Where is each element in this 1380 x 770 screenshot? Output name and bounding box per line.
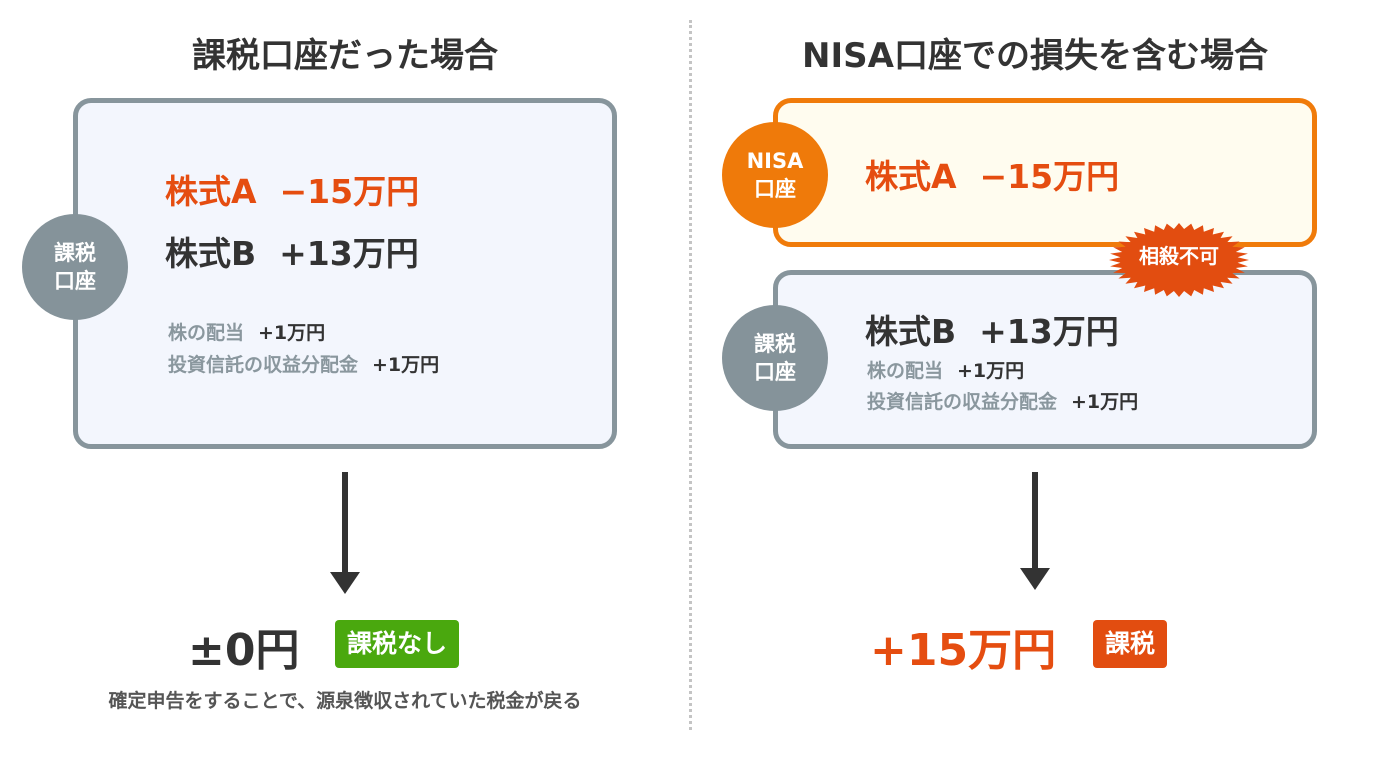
fund-value: +1万円 <box>372 354 440 376</box>
badge-line: 口座 <box>54 269 96 293</box>
arrow-down <box>342 472 348 574</box>
taxable-account-card <box>73 98 617 449</box>
nisa-account-badge: NISA 口座 <box>722 122 828 228</box>
taxable-account-badge: 課税 口座 <box>22 214 128 320</box>
dividend-value: +1万円 <box>957 360 1025 382</box>
stock-a-label: 株式A <box>165 172 257 211</box>
dividend-row: 株の配当 +1万円 <box>867 356 1024 383</box>
stock-b-label: 株式B <box>165 234 257 273</box>
taxable-account-card <box>773 270 1317 449</box>
nisa-account-card <box>773 98 1317 247</box>
badge-line: 課税 <box>54 241 96 265</box>
badge-line: 課税 <box>754 332 796 356</box>
badge-line: 口座 <box>754 177 796 201</box>
stock-b-row: 株式B +13万円 <box>165 227 419 275</box>
fund-value: +1万円 <box>1071 391 1139 413</box>
stock-a-value: −15万円 <box>279 172 420 211</box>
dividend-label: 株の配当 <box>867 360 944 382</box>
badge-line: 口座 <box>754 360 796 384</box>
arrow-down <box>1032 472 1038 570</box>
stock-b-row: 株式B +13万円 <box>865 305 1119 353</box>
dividend-label: 株の配当 <box>168 322 245 344</box>
taxed-badge: 課税 <box>1093 620 1168 668</box>
right-result: +15万円 <box>870 625 1057 676</box>
stock-a-label: 株式A <box>865 157 957 196</box>
stock-b-value: +13万円 <box>279 234 419 273</box>
badge-line: NISA <box>746 149 804 173</box>
stock-b-value: +13万円 <box>979 312 1119 351</box>
stock-a-row: 株式A −15万円 <box>165 165 419 213</box>
dividend-value: +1万円 <box>258 322 326 344</box>
taxable-account-badge: 課税 口座 <box>722 305 828 411</box>
note: 確定申告をすることで、源泉徴収されていた税金が戻る <box>108 690 582 712</box>
fund-row: 投資信託の収益分配金 +1万円 <box>168 350 439 377</box>
fund-row: 投資信託の収益分配金 +1万円 <box>867 387 1138 414</box>
left-title: 課税口座だった場合 <box>192 36 498 76</box>
right-title: NISA口座での損失を含む場合 <box>802 36 1268 76</box>
arrow-head-icon <box>1020 568 1050 590</box>
starburst-icon <box>1109 223 1249 297</box>
fund-label: 投資信託の収益分配金 <box>867 391 1058 413</box>
stock-b-label: 株式B <box>865 312 957 351</box>
fund-label: 投資信託の収益分配金 <box>168 354 359 376</box>
no-tax-badge: 課税なし <box>335 620 460 668</box>
dividend-row: 株の配当 +1万円 <box>168 318 325 345</box>
stock-a-row: 株式A −15万円 <box>865 150 1119 198</box>
offset-not-allowed-label: 相殺不可 <box>1139 244 1219 268</box>
stock-a-value: −15万円 <box>979 157 1120 196</box>
left-result: ±0円 <box>188 625 300 676</box>
arrow-head-icon <box>330 572 360 594</box>
divider <box>689 20 692 730</box>
